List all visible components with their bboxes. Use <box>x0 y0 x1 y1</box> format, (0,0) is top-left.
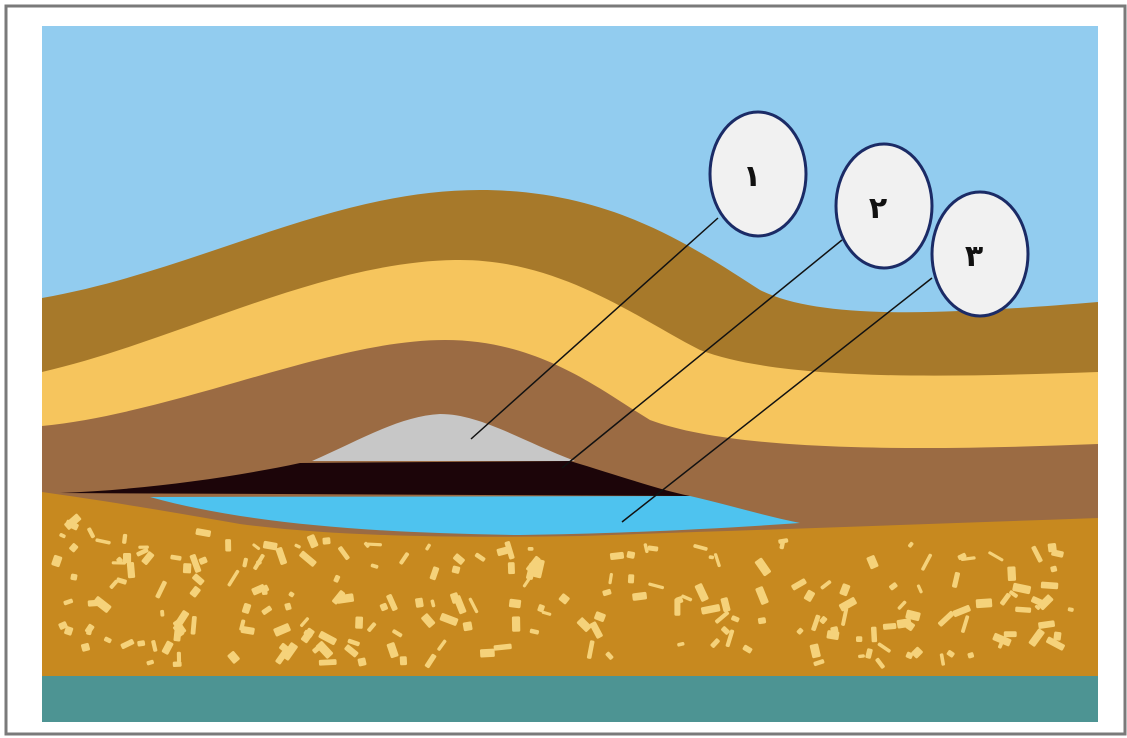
grain <box>322 537 330 545</box>
grain <box>88 599 104 606</box>
grain <box>112 561 126 564</box>
grain <box>463 621 473 631</box>
grain <box>177 652 181 663</box>
grain <box>674 598 680 615</box>
callout-1-label: ١ <box>743 159 761 194</box>
grain <box>70 573 77 580</box>
grain <box>1004 631 1017 637</box>
callout-3-label: ٣ <box>965 239 983 274</box>
grain <box>976 598 993 608</box>
grain <box>137 640 145 647</box>
grain <box>871 627 877 643</box>
grain <box>480 649 495 658</box>
grain <box>400 656 407 665</box>
cross-section-panel: ١ ٢ ٣ <box>42 26 1098 722</box>
grain <box>883 623 897 630</box>
grain <box>528 547 534 551</box>
grain <box>183 563 192 574</box>
grain <box>1007 566 1016 581</box>
grain <box>173 661 182 667</box>
grain <box>160 610 164 617</box>
callout-3: ٣ <box>932 192 1028 316</box>
grain <box>127 562 136 578</box>
callout-2-label: ٢ <box>869 191 887 226</box>
grain <box>512 616 520 631</box>
grain <box>1015 607 1031 613</box>
bedrock-layer <box>42 676 1098 722</box>
grain <box>355 616 363 628</box>
grain <box>628 574 634 583</box>
callout-1: ١ <box>710 112 806 236</box>
grain <box>758 617 767 624</box>
grain <box>1041 582 1059 590</box>
grain <box>1053 631 1061 640</box>
grain <box>509 599 522 609</box>
grain <box>415 597 424 607</box>
grain <box>225 539 231 552</box>
callout-2: ٢ <box>836 144 932 268</box>
grain <box>508 562 515 574</box>
grain <box>856 636 862 642</box>
grain <box>319 659 337 666</box>
